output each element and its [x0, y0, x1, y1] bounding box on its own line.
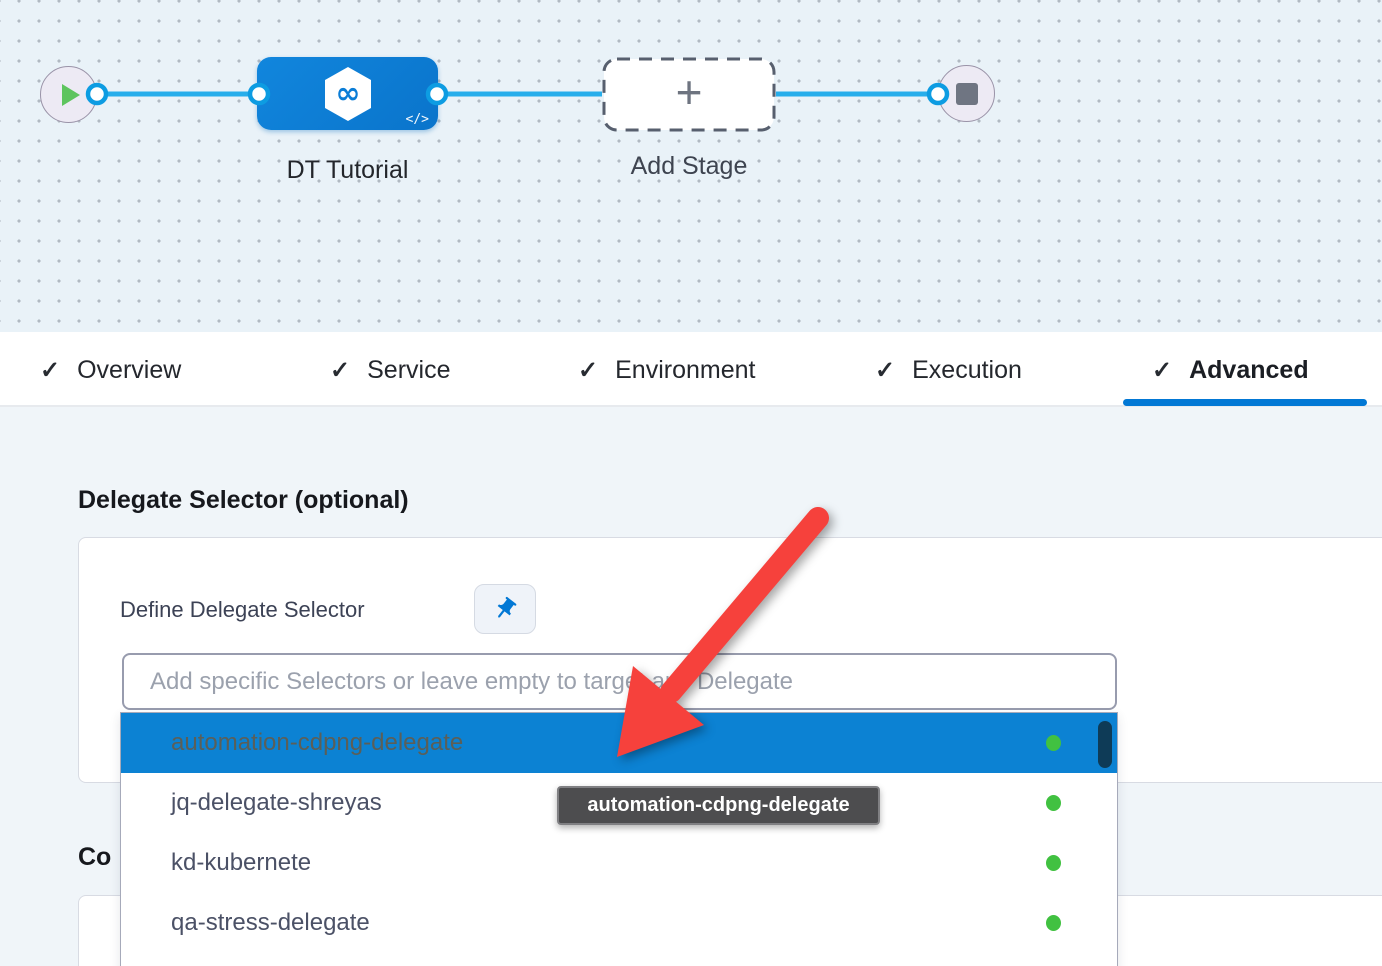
pipeline-canvas[interactable]: ∞ </> + DT Tutorial Add Stage [0, 0, 1382, 332]
delegate-selector-input[interactable] [122, 653, 1117, 710]
stage-node-dt-tutorial[interactable]: ∞ </> [257, 57, 438, 130]
tab-environment[interactable]: ✓ Environment [578, 356, 755, 385]
code-badge-icon: </> [405, 112, 429, 127]
check-icon: ✓ [40, 357, 61, 384]
add-stage-node[interactable]: + [602, 57, 776, 132]
define-delegate-selector-label: Define Delegate Selector [120, 597, 365, 622]
active-tab-indicator [1123, 399, 1367, 406]
stage-node-label: DT Tutorial [286, 156, 409, 184]
tab-execution[interactable]: ✓ Execution [875, 356, 1022, 385]
dropdown-option-automation-cdpng-delegate[interactable]: automation-cdpng-delegate [121, 713, 1117, 773]
pipeline-start-node[interactable] [40, 66, 97, 123]
plus-icon: + [675, 66, 703, 118]
tab-label: Service [367, 356, 451, 384]
status-online-dot [1046, 795, 1061, 811]
tab-overview[interactable]: ✓ Overview [40, 356, 181, 385]
status-online-dot [1046, 915, 1061, 931]
delegate-selector-section-title: Delegate Selector (optional) [78, 486, 409, 514]
option-label: automation-cdpng-delegate [171, 729, 464, 756]
check-icon: ✓ [1152, 357, 1173, 384]
pushpin-icon [497, 596, 517, 618]
tab-advanced[interactable]: ✓ Advanced [1152, 356, 1309, 385]
add-stage-label: Add Stage [630, 152, 748, 180]
svg-text:∞: ∞ [335, 76, 360, 111]
dropdown-option-jq-delegate-shreyas[interactable]: jq-delegate-shreyas [121, 773, 1117, 833]
stage-config-tabbar: ✓ Overview ✓ Service ✓ Environment ✓ Exe… [0, 332, 1382, 407]
dropdown-option-qa-stress-delegate[interactable]: qa-stress-delegate [121, 893, 1117, 953]
option-label: qa-stress-delegate [171, 909, 370, 936]
next-section-title-partial: Co [78, 843, 112, 871]
check-icon: ✓ [578, 357, 599, 384]
tab-label: Overview [77, 356, 182, 384]
dropdown-option-kd-kubernete[interactable]: kd-kubernete [121, 833, 1117, 893]
pipeline-end-node[interactable] [938, 65, 995, 122]
delegate-tooltip: automation-cdpng-delegate [557, 786, 880, 825]
check-icon: ✓ [330, 357, 351, 384]
check-icon: ✓ [875, 357, 896, 384]
stop-icon [955, 82, 978, 105]
dashed-border [602, 57, 776, 132]
tab-label: Environment [615, 356, 756, 384]
status-online-dot [1046, 855, 1061, 871]
tab-label: Advanced [1189, 356, 1309, 384]
play-icon [62, 83, 80, 106]
option-label: kd-kubernete [171, 849, 312, 876]
tab-service[interactable]: ✓ Service [330, 356, 450, 385]
tab-label: Execution [912, 356, 1022, 384]
status-online-dot [1046, 735, 1061, 751]
harness-stage-icon: ∞ [324, 66, 371, 121]
delegate-dropdown-list: automation-cdpng-delegate jq-delegate-sh… [120, 712, 1118, 966]
option-label: jq-delegate-shreyas [171, 789, 382, 816]
pin-input-type-button[interactable] [474, 584, 536, 634]
dropdown-scrollbar-thumb[interactable] [1098, 721, 1112, 768]
